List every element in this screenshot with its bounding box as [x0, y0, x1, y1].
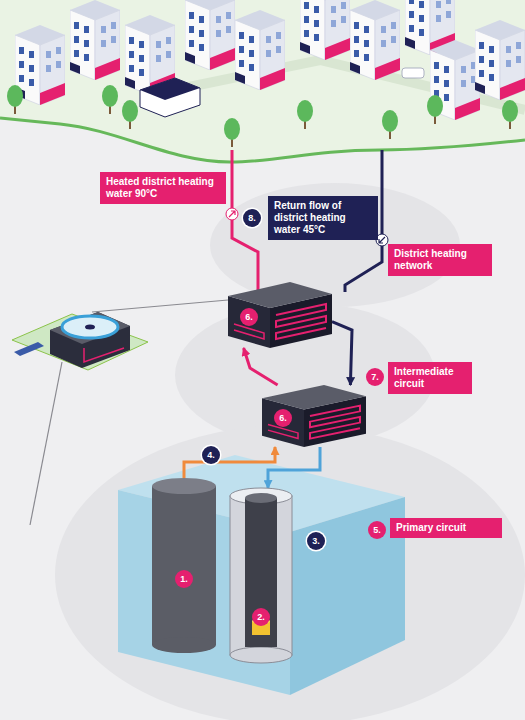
- exchanger-top: [262, 385, 366, 409]
- tank-shape: [152, 478, 216, 653]
- heat-pump-fan: [62, 316, 118, 338]
- network-label: District heating network: [388, 244, 492, 276]
- ground-block-face: [290, 497, 405, 695]
- callout-number: 3.: [307, 532, 325, 550]
- callout-number: 6.: [274, 409, 292, 427]
- circuit-label: 5.Primary circuit: [390, 518, 502, 538]
- tank-top: [152, 478, 216, 494]
- building: [475, 20, 525, 100]
- tank-body: [152, 486, 216, 645]
- callout-number: 5.: [368, 521, 386, 539]
- tree: [122, 100, 138, 129]
- zone-blob: [55, 425, 525, 720]
- flow-arrow: [379, 237, 385, 243]
- building: [350, 0, 400, 80]
- leader-line: [30, 362, 62, 525]
- well-tank: 2.: [230, 488, 292, 663]
- label-text: Return flow of district heating water 45…: [274, 200, 372, 236]
- unit-pipe: [14, 342, 44, 356]
- exchanger-coil: [310, 406, 360, 439]
- callout-number: 8.: [243, 209, 261, 227]
- tank-bottom: [230, 647, 292, 663]
- exchanger-top: [228, 282, 332, 308]
- tree: [297, 100, 313, 129]
- callout-number: 2.: [252, 608, 270, 626]
- callout-number: 7.: [366, 368, 384, 386]
- building: [70, 0, 120, 80]
- tank-top: [230, 488, 292, 504]
- leader-line: [92, 300, 228, 312]
- tree: [427, 95, 443, 124]
- tank-bottom: [152, 637, 216, 653]
- fan-hub: [85, 325, 95, 330]
- exchanger-coil: [234, 324, 264, 339]
- pavilion-roof: [140, 78, 200, 100]
- callout-number: 1.: [175, 570, 193, 588]
- building: [235, 10, 285, 90]
- ground-edge: [0, 118, 525, 162]
- flow-arrow: [226, 208, 238, 220]
- tank-shape: [230, 488, 292, 663]
- flow-arrow: [229, 211, 235, 217]
- heat-exchanger: 6.: [228, 282, 332, 348]
- building: [185, 0, 235, 70]
- tree: [502, 100, 518, 129]
- exchanger-coil: [276, 304, 326, 339]
- flow-label: 8.Return flow of district heating water …: [268, 196, 378, 240]
- unit-coil: [84, 348, 124, 362]
- pipe-connector: [244, 348, 278, 385]
- pavilion: [140, 78, 200, 117]
- storage-tank: 1.: [152, 478, 216, 653]
- label-text: Heated district heating water 90°C: [106, 176, 220, 200]
- pipe-connector: [184, 447, 275, 478]
- flow-label: Heated district heating water 90°C: [100, 172, 226, 204]
- label-text: Primary circuit: [396, 522, 496, 534]
- tree: [102, 85, 118, 114]
- label-text: Intermediate circuit: [394, 366, 466, 390]
- circuit-label: 7.Intermediate circuit: [388, 362, 472, 394]
- callout-number: 4.: [202, 446, 220, 464]
- label-text: District heating network: [394, 248, 486, 272]
- pipe-connector: [332, 322, 352, 385]
- heat-pump-unit: [50, 312, 130, 368]
- tree: [7, 85, 23, 114]
- car: [402, 68, 424, 78]
- tree: [224, 118, 240, 147]
- inner-top: [245, 493, 277, 503]
- building: [300, 0, 350, 60]
- pipe-connector: [268, 447, 320, 488]
- tree: [382, 110, 398, 139]
- heat-pump-top: [50, 312, 130, 344]
- heat-exchanger: 6.: [262, 385, 366, 447]
- tank-body: [230, 496, 292, 655]
- callout-number: 6.: [240, 308, 258, 326]
- inner-pipe: [245, 498, 277, 647]
